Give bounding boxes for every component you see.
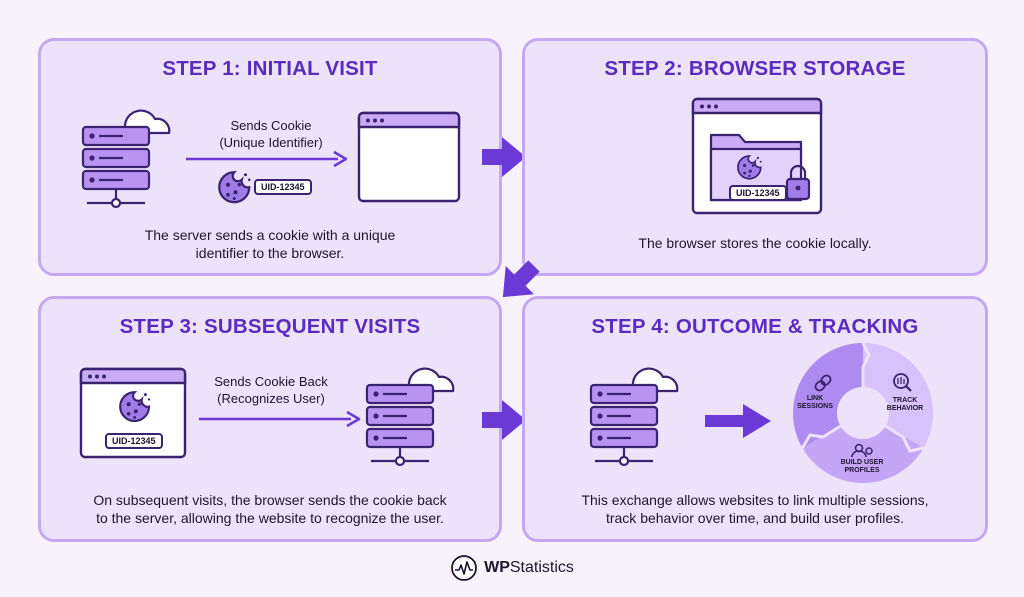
step-1-panel: STEP 1: INITIAL VISIT Sends Cookie (Uniq… bbox=[38, 38, 502, 276]
caption-line-2: identifier to the browser. bbox=[195, 245, 345, 261]
caption-line-1: On subsequent visits, the browser sends … bbox=[93, 492, 447, 508]
track-behavior-label: TRACK BEHAVIOR bbox=[879, 397, 931, 413]
arrow-right-icon bbox=[705, 404, 771, 438]
step-3-panel: STEP 3: SUBSEQUENT VISITS UID-12345 Send… bbox=[38, 296, 502, 542]
label-line-2: BEHAVIOR bbox=[886, 405, 924, 412]
label-line-1: BUILD USER bbox=[840, 459, 884, 466]
caption-line-1: This exchange allows websites to link mu… bbox=[581, 492, 929, 508]
label-line-2: SESSIONS bbox=[797, 403, 833, 410]
step-1-title: STEP 1: INITIAL VISIT bbox=[162, 57, 378, 80]
brand-suffix: Statistics bbox=[509, 559, 574, 576]
server-icon bbox=[589, 367, 679, 467]
server-icon bbox=[365, 367, 455, 467]
step-2-panel: STEP 2: BROWSER STORAGE UID-12345 The br… bbox=[522, 38, 988, 276]
step-3-title: STEP 3: SUBSEQUENT VISITS bbox=[119, 315, 421, 338]
brand-name: WPStatistics bbox=[484, 559, 574, 577]
arrow-label-line-1: Sends Cookie bbox=[230, 118, 312, 133]
step-4-title: STEP 4: OUTCOME & TRACKING bbox=[591, 315, 919, 338]
step-2-caption: The browser stores the cookie locally. bbox=[535, 234, 975, 252]
step-2-title: STEP 2: BROWSER STORAGE bbox=[604, 57, 906, 80]
label-line-1: LINK bbox=[806, 395, 824, 402]
arrow-label-line-2: (Recognizes User) bbox=[217, 391, 325, 406]
caption-line-1: The server sends a cookie with a unique bbox=[144, 227, 396, 243]
step-1-caption: The server sends a cookie with a unique … bbox=[51, 226, 489, 262]
build-profiles-label: BUILD USER PROFILES bbox=[831, 459, 893, 475]
uid-badge: UID-12345 bbox=[254, 179, 312, 195]
label-line-1: TRACK bbox=[892, 397, 918, 404]
tracking-cycle-icon bbox=[793, 342, 933, 483]
right-arrow-icon bbox=[199, 410, 361, 428]
user-gear-icon bbox=[851, 443, 873, 458]
step-1-arrow-label: Sends Cookie (Unique Identifier) bbox=[181, 117, 361, 151]
right-arrow-icon bbox=[186, 150, 348, 168]
step-4-panel: STEP 4: OUTCOME & TRACKING bbox=[522, 296, 988, 542]
uid-badge: UID-12345 bbox=[729, 185, 787, 201]
step-4-caption: This exchange allows websites to link mu… bbox=[535, 491, 975, 527]
link-sessions-label: LINK SESSIONS bbox=[789, 395, 841, 411]
step-3-caption: On subsequent visits, the browser sends … bbox=[51, 491, 489, 527]
caption-line-2: to the server, allowing the website to r… bbox=[96, 510, 444, 526]
label-line-2: PROFILES bbox=[844, 467, 880, 474]
cookie-icon bbox=[218, 171, 252, 204]
server-icon bbox=[81, 109, 171, 209]
brand-prefix: WP bbox=[484, 559, 510, 576]
browser-window-icon bbox=[357, 111, 461, 203]
magnifier-icon bbox=[893, 373, 912, 392]
uid-badge: UID-12345 bbox=[105, 433, 163, 449]
wpstatistics-logo-icon bbox=[451, 555, 477, 581]
caption-line-2: track behavior over time, and build user… bbox=[605, 510, 905, 526]
arrow-label-line-2: (Unique Identifier) bbox=[219, 135, 323, 150]
caption-line-1: The browser stores the cookie locally. bbox=[638, 235, 872, 251]
arrow-label-line-1: Sends Cookie Back bbox=[214, 374, 328, 389]
footer: WPStatistics bbox=[0, 552, 1024, 584]
step-3-arrow-label: Sends Cookie Back (Recognizes User) bbox=[191, 373, 351, 407]
